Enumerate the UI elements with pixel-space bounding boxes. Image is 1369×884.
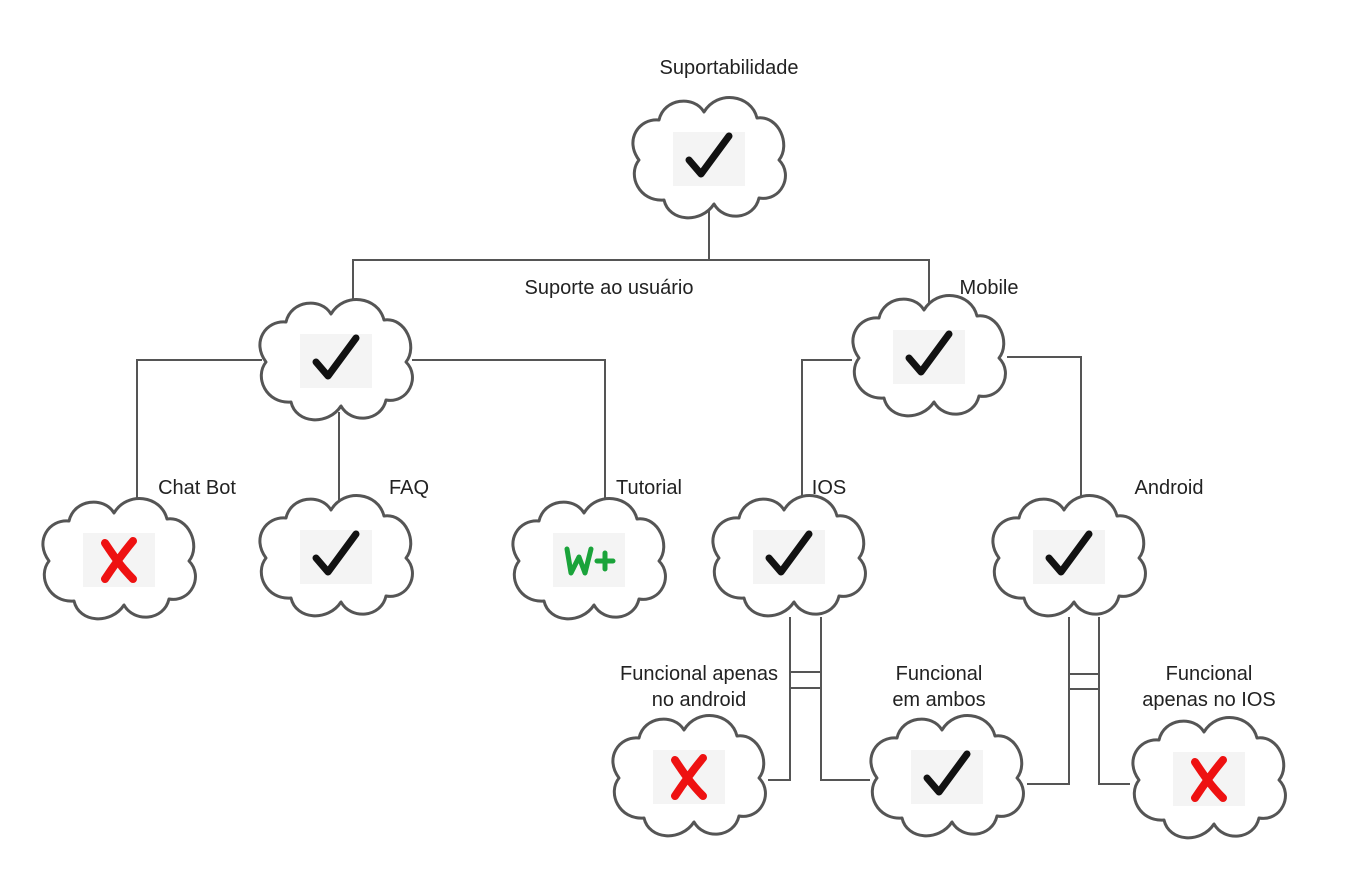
- connector-mobile-ios: [801, 359, 852, 500]
- connector-ios-func-ambos: [820, 617, 870, 781]
- label-suportabilidade: Suportabilidade: [659, 57, 799, 79]
- label-funcional-em-ambos-line2: em ambos: [892, 689, 986, 711]
- label-funcional-apenas-android-line1: Funcional apenas: [620, 663, 778, 685]
- cloud-node-func-ios: [1131, 716, 1287, 840]
- label-ios: IOS: [811, 477, 847, 499]
- label-android: Android: [1134, 477, 1204, 499]
- connector-suporte-tutorial: [412, 359, 606, 500]
- check-icon: [923, 750, 971, 796]
- label-mobile: Mobile: [959, 277, 1019, 299]
- cloud-node-chatbot: [41, 497, 197, 621]
- connector-root-mobile: [709, 259, 930, 305]
- connector-mobile-android: [1007, 356, 1082, 500]
- check-icon: [905, 330, 953, 376]
- label-chat-bot: Chat Bot: [158, 477, 236, 499]
- connector-root-suporte: [352, 210, 710, 305]
- cloud-node-suportabilidade: [631, 96, 787, 220]
- connector-lines: [136, 210, 1130, 785]
- cross-icon: [671, 754, 707, 800]
- label-tutorial: Tutorial: [616, 477, 682, 499]
- check-icon: [685, 132, 733, 178]
- label-funcional-apenas-android: Funcional apenas no android: [620, 661, 778, 713]
- label-funcional-apenas-android-line2: no android: [651, 689, 747, 711]
- check-icon: [1045, 530, 1093, 576]
- check-icon: [312, 530, 360, 576]
- wip-plus-icon: [564, 546, 616, 576]
- label-funcional-apenas-ios: Funcional apenas no IOS: [1142, 661, 1275, 713]
- cloud-node-mobile: [851, 294, 1007, 418]
- label-funcional-em-ambos: Funcional em ambos: [892, 661, 985, 713]
- connector-android-func-ambos: [1027, 617, 1070, 785]
- cloud-node-func-android: [611, 714, 767, 838]
- label-funcional-apenas-ios-line2: apenas no IOS: [1142, 689, 1276, 711]
- label-funcional-em-ambos-line1: Funcional: [895, 663, 983, 685]
- cross-icon: [101, 537, 137, 583]
- connector-suporte-chatbot: [136, 359, 262, 500]
- cloud-node-ios: [711, 494, 867, 618]
- cloud-node-android: [991, 494, 1147, 618]
- cross-icon: [1191, 756, 1227, 802]
- connector-android-func-ios: [1098, 617, 1130, 785]
- cloud-node-func-ambos: [869, 714, 1025, 838]
- label-suporte-ao-usuario: Suporte ao usuário: [524, 277, 694, 299]
- cloud-node-suporte: [258, 298, 414, 422]
- check-icon: [765, 530, 813, 576]
- cloud-node-faq: [258, 494, 414, 618]
- check-icon: [312, 334, 360, 380]
- label-faq: FAQ: [388, 477, 430, 499]
- label-funcional-apenas-ios-line1: Funcional: [1165, 663, 1253, 685]
- cloud-node-tutorial: [511, 497, 667, 621]
